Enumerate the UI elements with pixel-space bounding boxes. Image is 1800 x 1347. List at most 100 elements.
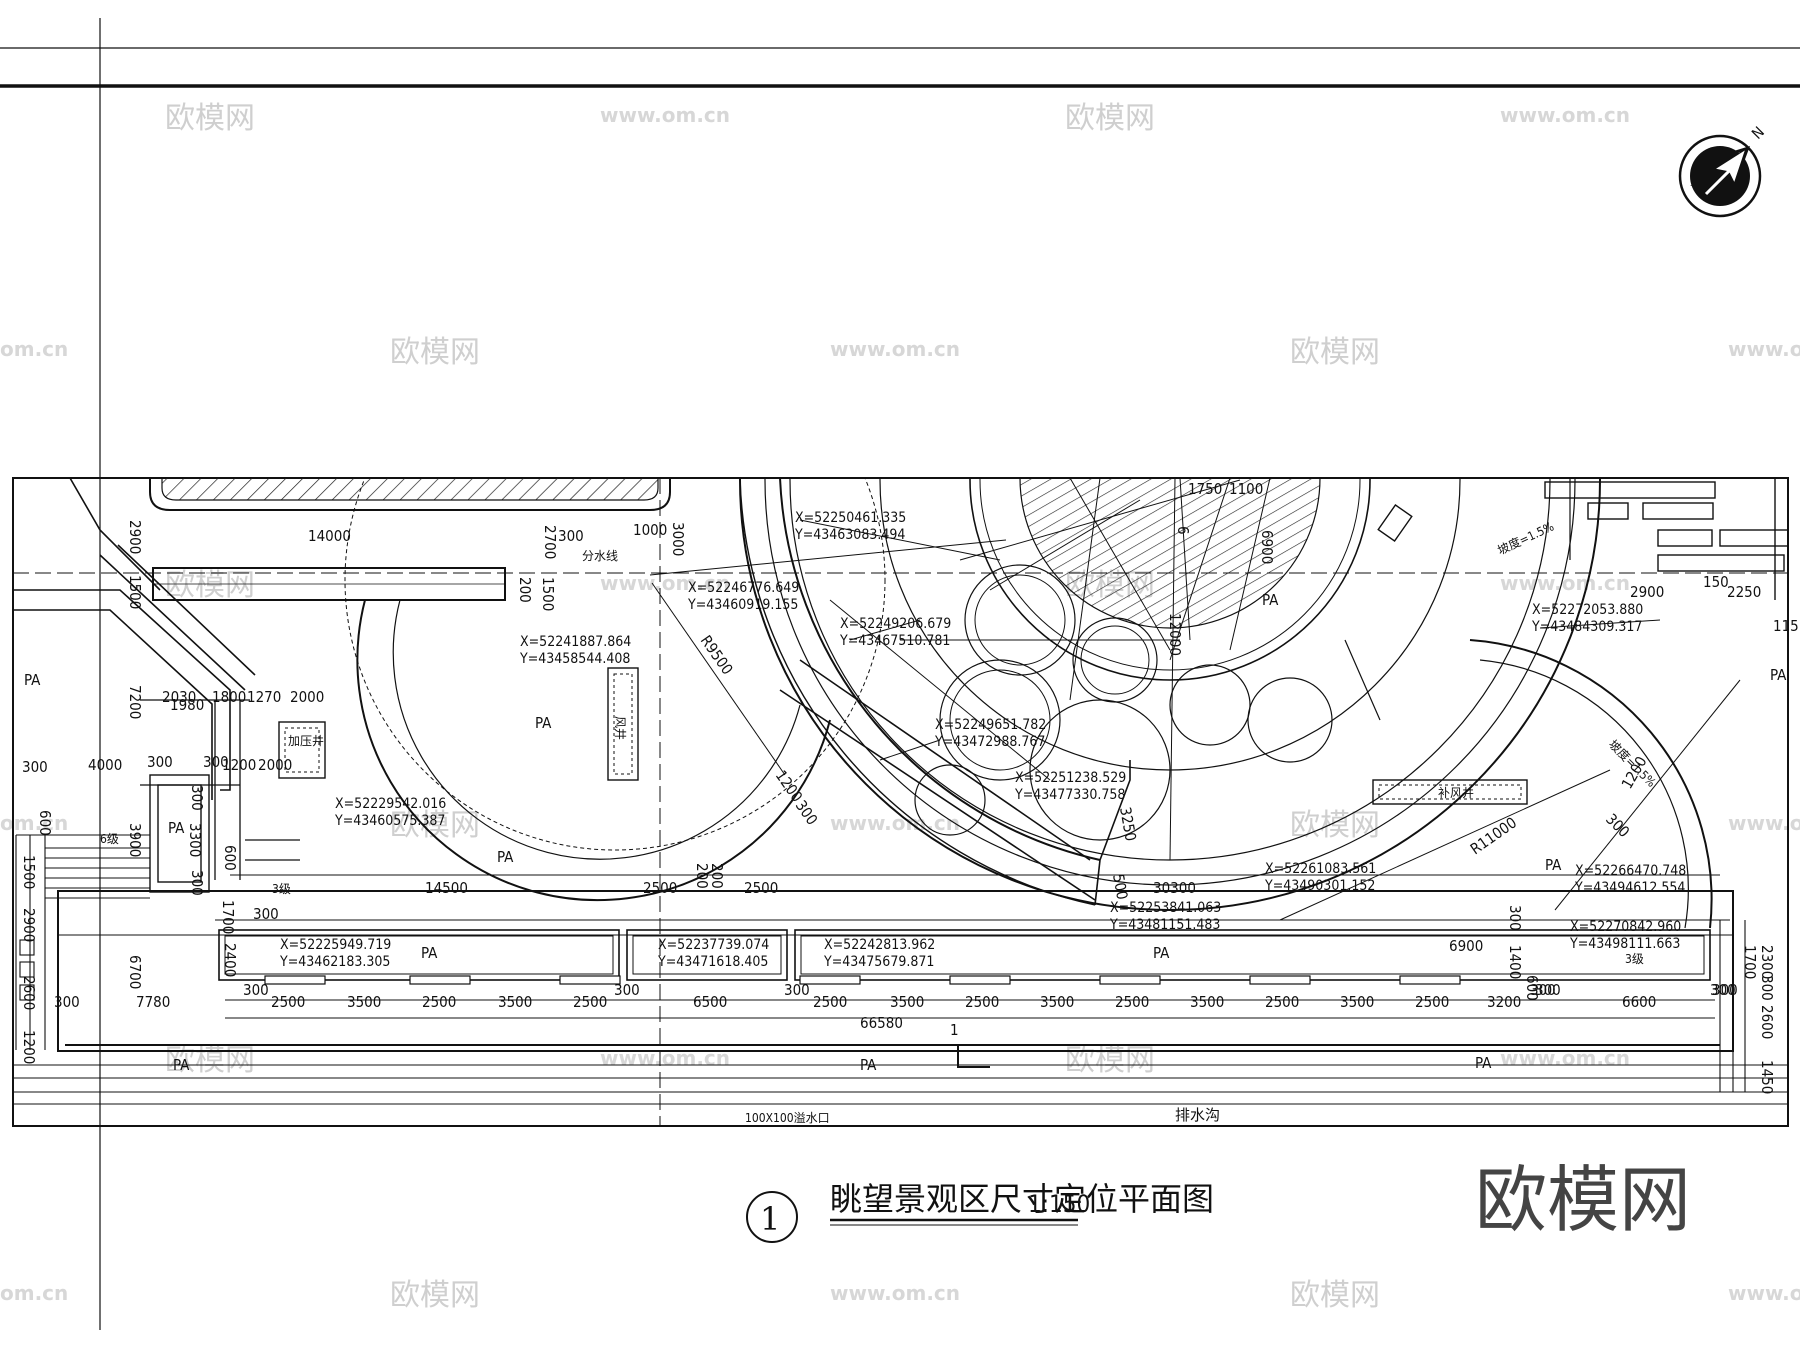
watermark-url: www.om.cn [830, 1281, 960, 1305]
coord-y: Y=43463083.494 [794, 527, 905, 543]
dimension-label: 2250 [1727, 583, 1761, 601]
supply-air-well-label: 补风井 [1438, 786, 1474, 800]
watermark-layer: 欧模网 www.om.cn 欧模网 www.om.cn om.cn 欧模网 ww… [0, 101, 1800, 1313]
dimension-label: 2600 [20, 976, 38, 1010]
drain-label: 排水沟 [1175, 1106, 1220, 1124]
coord-y: Y=43484309.317 [1531, 619, 1642, 635]
dimension-label: 3500 [890, 993, 924, 1011]
dimension-label: 14500 [425, 879, 468, 897]
dimension-label: 2900 [126, 520, 144, 554]
dimension-label: 1980 [170, 696, 204, 714]
coord-x: X=52250461.335 [795, 510, 906, 526]
dimension-label: 300 [253, 905, 279, 923]
coord-x: X=52270842.960 [1570, 919, 1681, 935]
dimension-label: 2300 [1758, 945, 1776, 979]
coord-x: X=52249206.679 [840, 616, 951, 632]
dimension-label: 1750 [1188, 480, 1222, 498]
dimension-label: 2500 [965, 993, 999, 1011]
watermark-url: www.om.cn [1500, 571, 1630, 595]
dimension-label: 6600 [1622, 993, 1656, 1011]
dimension-label: 3500 [347, 993, 381, 1011]
dimension-label: 2500 [813, 993, 847, 1011]
dimension-label: 7780 [136, 993, 170, 1011]
coord-y: Y=43475679.871 [823, 954, 934, 970]
radius-label: R11000 [1467, 814, 1520, 859]
dimension-label: 2500 [1115, 993, 1149, 1011]
dimension-label: 300 [558, 527, 584, 545]
coord-x: X=52266470.748 [1575, 863, 1686, 879]
watermark-text: 欧模网 [1290, 808, 1380, 843]
coord-x: X=52229542.016 [335, 796, 446, 812]
watermark-text: 欧模网 [165, 1043, 255, 1078]
sheet-frame [0, 18, 1800, 1330]
dimension-label: 300 [614, 981, 640, 999]
area-label: PA [1262, 591, 1279, 609]
area-label: PA [860, 1056, 877, 1074]
slope-label: 坡度=1.5% [1495, 519, 1556, 558]
coord-x: X=52261083.561 [1265, 861, 1376, 877]
watermark-text: 欧模网 [1290, 335, 1380, 370]
north-label: N [1748, 123, 1768, 143]
title-number: 1 [760, 1200, 780, 1238]
dimension-label: 4000 [88, 756, 122, 774]
area-label: PA [1153, 944, 1170, 962]
dimension-label: 6900 [1258, 530, 1276, 564]
dimension-label: 6700 [126, 955, 144, 989]
title-text: 眺望景观区尺寸定位平面图 [830, 1180, 1214, 1218]
dimension-label: 30300 [1153, 879, 1196, 897]
dimension-label: 2500 [744, 879, 778, 897]
coord-x: X=52253841.063 [1110, 900, 1221, 916]
coord-y: Y=43490301.152 [1264, 878, 1375, 894]
dimension-label: 300 [1758, 975, 1776, 1001]
dimension-label: 300 [188, 870, 206, 896]
dimension-label: 1500 [539, 577, 557, 611]
north-arrow: N [1678, 123, 1768, 218]
coord-y: Y=43481151.483 [1109, 917, 1220, 933]
dimension-label: 3500 [1190, 993, 1224, 1011]
facility-labels: 加压井 风井 补风井 分水线 100X100溢水口 排水沟 坡度=1.5% 坡度… [288, 519, 1659, 1125]
watermark-text: 欧模网 [390, 335, 480, 370]
dimension-label: 3250 [1116, 806, 1140, 843]
watermark-text: 欧模网 [165, 568, 255, 603]
dimension-label: 600 [1523, 975, 1541, 1001]
watermark-text: 欧模网 [390, 1278, 480, 1313]
title-scale: 1:150 [1028, 1190, 1090, 1218]
coord-y: Y=43460575.387 [334, 813, 445, 829]
dimension-label: 300 [54, 993, 80, 1011]
coord-x: X=52237739.074 [658, 937, 769, 953]
dimension-label: 2000 [290, 688, 324, 706]
watermark-url: www.om.cn [600, 1046, 730, 1070]
dimension-label: 12000 [1166, 613, 1184, 656]
dimension-label: 2400 [221, 943, 239, 977]
dimension-label: 300 [22, 758, 48, 776]
dimension-label: 6900 [1449, 937, 1483, 955]
dimension-label: 1400 [1506, 945, 1524, 979]
watermark-text: 欧模网 [1065, 1043, 1155, 1078]
coord-y: Y=43477330.758 [1014, 787, 1125, 803]
watermark-text: 欧模网 [165, 101, 255, 136]
overflow-label: 100X100溢水口 [745, 1111, 830, 1125]
dimension-labels: 14000 2700 300 1000 3000 1750 1100 6 690… [20, 480, 1799, 1094]
dimension-label: 300 [203, 753, 229, 771]
dimension-label: 3000 [669, 522, 687, 556]
area-label: PA [497, 848, 514, 866]
watermark-url: www.om.cn [1500, 103, 1630, 127]
dimension-label: 2900 [20, 908, 38, 942]
dimension-label: 300 [1535, 981, 1561, 999]
dimension-label: 66580 [860, 1014, 903, 1032]
dimension-label: 300 [1530, 981, 1556, 999]
dimension-label: 1700 [1741, 945, 1759, 979]
coord-y: Y=43458544.408 [519, 651, 630, 667]
dimension-label: 300 [1710, 981, 1736, 999]
dimension-label: 200 [516, 577, 534, 603]
dimension-label: 7200 [126, 685, 144, 719]
watermark-url: www.om.cn [830, 811, 960, 835]
dimension-label: 2500 [1415, 993, 1449, 1011]
coord-y: Y=43462183.305 [279, 954, 390, 970]
pressure-well-label: 加压井 [288, 734, 324, 748]
dimension-label: 1100 [1229, 480, 1263, 498]
watermark-url: www.om.cn [1728, 811, 1800, 835]
dimension-label: 3500 [1040, 993, 1074, 1011]
coordinate-labels: X=52250461.335 Y=43463083.494 X=52246776… [279, 510, 1686, 970]
